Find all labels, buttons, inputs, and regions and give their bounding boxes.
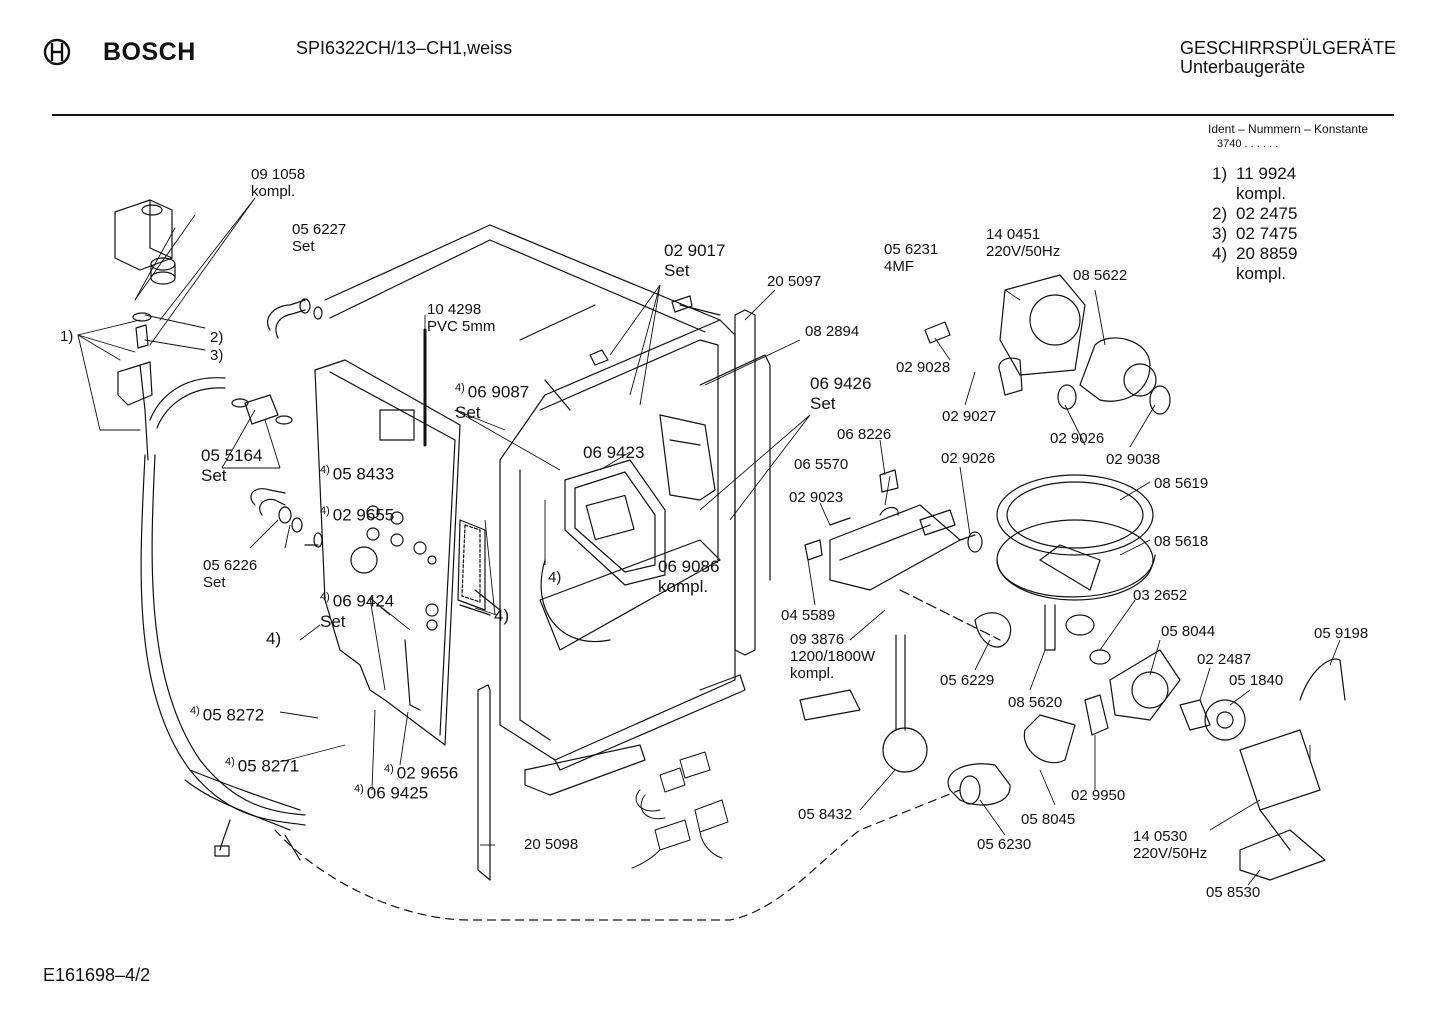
legend-row-extra: kompl.	[1236, 264, 1287, 283]
label-082894: 08 2894	[805, 323, 860, 340]
label-205098: 20 5098	[524, 836, 579, 853]
label-029950: 02 9950	[1071, 787, 1126, 804]
ident-value: 3740 . . . . . .	[1217, 138, 1279, 150]
label-068226: 06 8226	[837, 426, 892, 443]
label-058044: 05 8044	[1161, 623, 1216, 640]
sump-part	[996, 474, 1156, 651]
ident-title: Ident – Nummern – Konstante	[1208, 122, 1369, 136]
label-056230: 05 6230	[977, 836, 1032, 853]
subcategory-title: Unterbaugeräte	[1180, 57, 1306, 77]
label-058433: 4)05 8433	[320, 464, 395, 484]
label-056229: 05 6229	[940, 672, 995, 689]
label-029027: 02 9027	[942, 408, 997, 425]
label-085622: 08 5622	[1073, 267, 1128, 284]
label-ref-4-middle: 4)	[548, 569, 562, 586]
water-stop-valve-part	[114, 199, 176, 285]
label-085620: 08 5620	[1008, 694, 1063, 711]
label-065570: 06 5570	[794, 456, 849, 473]
label-058432: 05 8432	[798, 806, 853, 823]
label-029655: 4)02 9655	[320, 505, 395, 525]
label-069425: 4)06 9425	[354, 783, 429, 803]
legend-row-extra: kompl.	[1236, 184, 1287, 203]
label-029038: 02 9038	[1106, 451, 1161, 468]
legend-row: 1)11 9924	[1212, 164, 1297, 183]
bosch-logo	[40, 38, 74, 71]
legend-row: 2)02 2475	[1212, 204, 1298, 223]
label-085618: 08 5618	[1154, 533, 1209, 550]
label-029656: 4)02 9656	[384, 763, 459, 783]
label-058271: 4)05 8271	[225, 756, 300, 776]
legend-row: 4)20 8859	[1212, 244, 1298, 263]
label-058272: 4)05 8272	[190, 705, 265, 725]
label-ref-4-left: 4)	[266, 629, 282, 648]
label-ref-4-center: 4)	[494, 606, 510, 625]
label-058045: 05 8045	[1021, 811, 1076, 828]
door-panel-part	[314, 328, 486, 746]
label-029026-top: 02 9026	[1050, 430, 1105, 447]
model-number: SPI6322CH/13–CH1,weiss	[296, 38, 513, 58]
category-title: GESCHIRRSPÜLGERÄTE	[1180, 38, 1397, 58]
label-ref-3: 3)	[210, 347, 224, 364]
label-032652: 03 2652	[1133, 587, 1188, 604]
label-ref-2: 2)	[210, 329, 224, 346]
label-205097: 20 5097	[767, 273, 822, 290]
dispenser-part	[564, 414, 716, 586]
label-085619: 08 5619	[1154, 475, 1209, 492]
label-045589: 04 5589	[781, 607, 836, 624]
legend: 1)11 9924 kompl. 2)02 2475 3)02 7475 4)2…	[1212, 164, 1297, 284]
legend-row: 3)02 7475	[1212, 224, 1298, 243]
drawing-id: E161698–4/2	[43, 965, 151, 985]
label-029023: 02 9023	[789, 489, 844, 506]
tub-part	[324, 224, 736, 761]
brand-name: BOSCH	[103, 38, 196, 66]
bosch-armature-icon	[43, 38, 71, 66]
label-069423: 06 9423	[583, 443, 645, 462]
header-divider	[52, 114, 1394, 116]
label-029026-mid: 02 9026	[941, 450, 996, 467]
label-ref-1: 1)	[60, 328, 74, 345]
label-051840: 05 1840	[1229, 672, 1284, 689]
label-058530: 05 8530	[1206, 884, 1261, 901]
wire-harness-part	[631, 751, 729, 869]
label-029028: 02 9028	[896, 359, 951, 376]
label-059198: 05 9198	[1314, 625, 1369, 642]
label-022487: 02 2487	[1197, 651, 1252, 668]
